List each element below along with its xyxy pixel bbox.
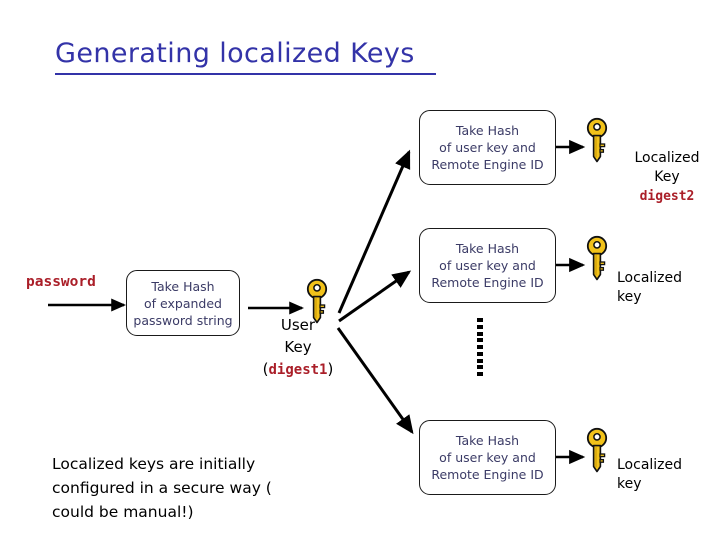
- user-key-label: User Key (digest1): [248, 314, 348, 381]
- page-title: Generating localized Keys: [55, 38, 415, 69]
- box-line-3: Remote Engine ID: [431, 275, 544, 290]
- digest-paren-open: (: [262, 360, 269, 378]
- user-key-line-1: User: [280, 316, 316, 334]
- footnote-line-3: could be manual!): [52, 503, 194, 521]
- output-line-1: Localized: [617, 457, 683, 473]
- process-box-expand-password-hash[interactable]: Take Hash of expanded password string: [126, 270, 240, 336]
- footnote-line-2: configured in a secure way (: [52, 479, 272, 497]
- footnote-line-1: Localized keys are initially: [52, 455, 256, 473]
- user-key-digest-line: (digest1): [248, 358, 348, 381]
- key-icon-localized-top: [586, 117, 608, 163]
- output-digest: digest2: [639, 189, 695, 204]
- key-icon-localized-middle: [586, 235, 608, 281]
- digest-paren-close: ): [327, 360, 334, 378]
- box-line-2: of expanded: [144, 295, 222, 311]
- box-line-3: Remote Engine ID: [431, 467, 544, 482]
- footnote-text: Localized keys are initially configured …: [52, 452, 352, 524]
- output-line-2: key: [617, 476, 642, 492]
- process-box-localize-hash-top[interactable]: Take Hash of user key and Remote Engine …: [419, 110, 556, 185]
- box-line-2: of user key and: [439, 450, 536, 465]
- user-key-digest: digest1: [268, 362, 328, 378]
- arrow-userkey-to-top-box: [337, 149, 411, 314]
- output-line-1: Localized: [634, 150, 700, 166]
- vertical-ellipsis-icon: [477, 318, 483, 376]
- box-line-2: of user key and: [439, 258, 536, 273]
- output-label-localized-key-bottom: Localized key: [617, 456, 717, 494]
- output-label-localized-key-top: Localized Key digest2: [617, 149, 717, 206]
- box-line-1: Take Hash: [455, 433, 520, 448]
- box-line-2: of user key and: [439, 140, 536, 155]
- process-box-localize-hash-middle[interactable]: Take Hash of user key and Remote Engine …: [419, 228, 556, 303]
- arrow-userkey-to-middle-box: [338, 270, 412, 323]
- arrow-userkey-to-bottom-box: [336, 327, 414, 435]
- box-line-3: password string: [133, 312, 233, 328]
- title-underline: [55, 73, 436, 75]
- output-label-localized-key-middle: Localized key: [617, 269, 717, 307]
- box-line-1: Take Hash: [455, 123, 520, 138]
- password-label: password: [26, 274, 96, 290]
- key-icon-localized-bottom: [586, 427, 608, 473]
- box-line-1: Take Hash: [455, 241, 520, 256]
- user-key-line-2: Key: [284, 338, 312, 356]
- box-line-3: Remote Engine ID: [431, 157, 544, 172]
- output-line-2: Key: [654, 169, 680, 185]
- process-box-localize-hash-bottom[interactable]: Take Hash of user key and Remote Engine …: [419, 420, 556, 495]
- box-line-1: Take Hash: [151, 278, 215, 294]
- output-line-2: key: [617, 289, 642, 305]
- output-line-1: Localized: [617, 270, 683, 286]
